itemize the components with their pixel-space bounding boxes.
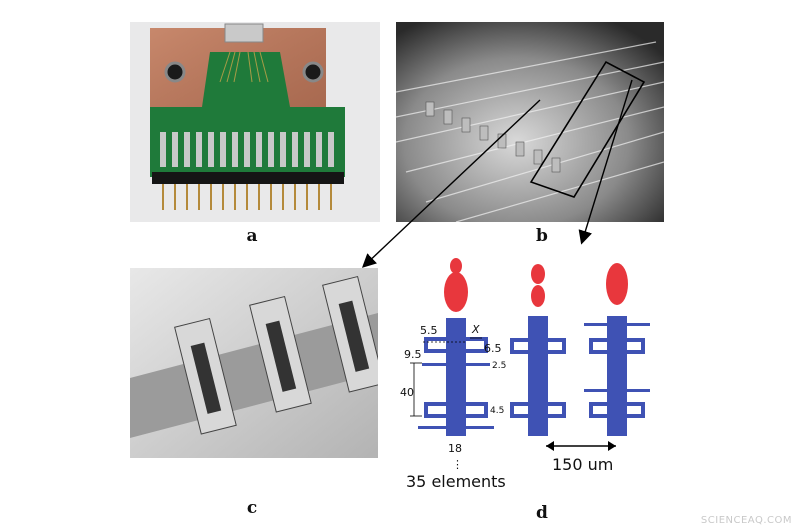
- highlight-region: [529, 60, 646, 198]
- sem-closeup-image: [130, 268, 378, 458]
- mount-hole-right: [302, 61, 324, 83]
- watermark: SCIENCEAQ.COM: [700, 515, 792, 526]
- red-lobe-middle: [531, 264, 545, 284]
- ellipsis-dots: ⋮: [452, 458, 463, 471]
- dim-40: 40: [400, 386, 414, 399]
- stem-left: [446, 318, 466, 436]
- dim-9-5: 9.5: [404, 348, 422, 361]
- dim-5-5: 5.5: [420, 324, 438, 337]
- label-c: c: [246, 498, 258, 518]
- schematic-svg: 5.5 X 6.5 9.5 2.5 40 4.5 18 ⋮ 35 element…: [400, 258, 650, 491]
- red-lobe-right: [606, 263, 628, 305]
- elements-count: 35 elements: [406, 472, 506, 491]
- label-a: a: [246, 226, 258, 246]
- panel-d-schematic: 5.5 X 6.5 9.5 2.5 40 4.5 18 ⋮ 35 element…: [396, 256, 666, 496]
- top-connector: [224, 23, 264, 43]
- panel-c-sem: [130, 268, 378, 458]
- dimension-lines: [410, 337, 482, 417]
- solder-pads: [160, 132, 334, 167]
- panel-a-photo: [130, 22, 380, 222]
- dim-2-5: 2.5: [492, 361, 506, 371]
- dim-x: X: [471, 323, 480, 336]
- panel-b-sem: [396, 22, 664, 222]
- sem-frames: [174, 275, 378, 435]
- element-middle: [510, 264, 566, 436]
- label-b: b: [536, 226, 548, 246]
- pcb-board-image: [150, 23, 345, 210]
- sem-overview-image: [396, 22, 664, 222]
- element-right: [584, 263, 650, 436]
- sem-band: [130, 313, 378, 438]
- header-pins: [162, 184, 332, 210]
- red-lobe-left: [444, 272, 468, 312]
- element-left: [418, 258, 494, 436]
- pcb-traces: [219, 51, 269, 83]
- dim-4-5: 4.5: [490, 406, 504, 416]
- pin-header: [152, 172, 344, 184]
- dim-18: 18: [448, 442, 462, 455]
- dim-6-5: 6.5: [484, 342, 502, 355]
- label-d: d: [536, 503, 548, 523]
- pitch-label: 150 um: [552, 455, 613, 474]
- mount-hole-left: [164, 61, 186, 83]
